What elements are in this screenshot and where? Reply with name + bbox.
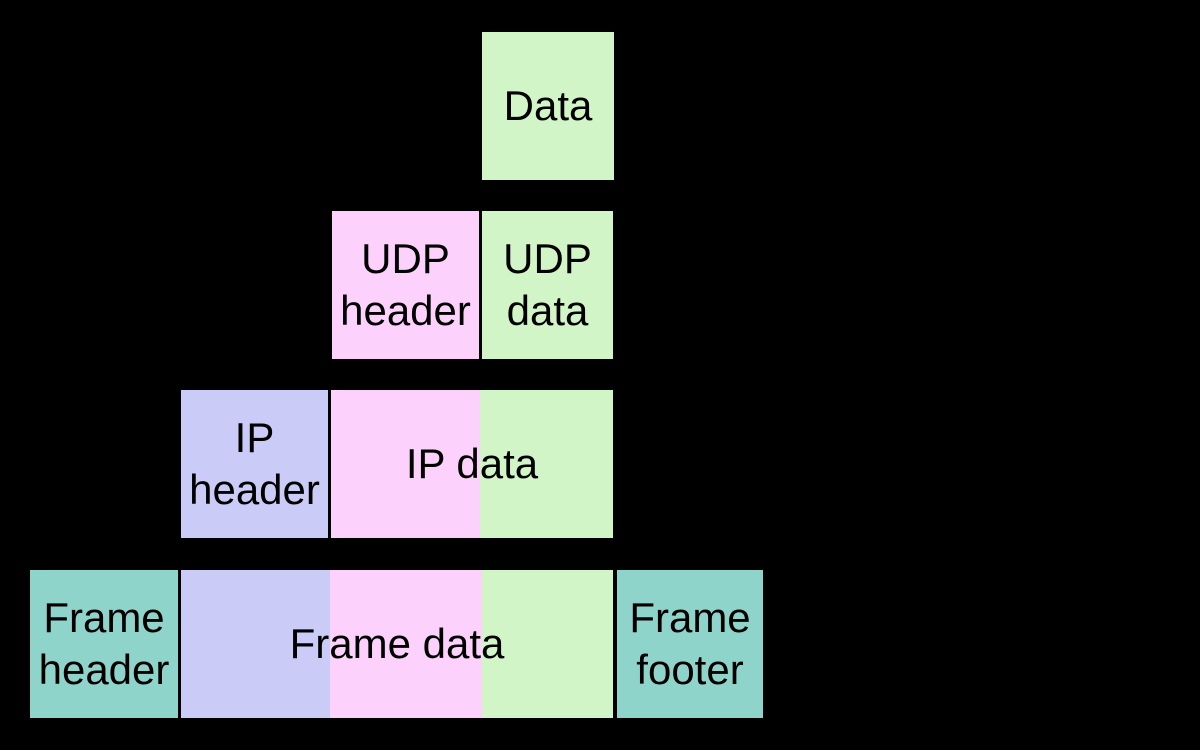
frame-data-segments (181, 570, 613, 718)
frame-header-label-line1: Frame (43, 594, 165, 641)
ip-header-box: IP header (181, 390, 328, 538)
frame-data-ip-header-segment (181, 570, 330, 718)
ip-data-segments (331, 390, 613, 538)
ip-data-udp-header-segment (331, 390, 480, 538)
ip-data-label: IP data (405, 440, 539, 487)
ip-data-box: IP data (331, 390, 613, 538)
ip-header-label-line2: header (189, 466, 320, 513)
udp-header-box: UDP header (332, 211, 479, 359)
data-box-label: Data (503, 82, 593, 129)
data-box: Data (482, 32, 614, 180)
ip-data-udp-data-segment (480, 390, 613, 538)
udp-header-label-line2: header (340, 287, 471, 334)
udp-data-label-line2: data (506, 287, 589, 334)
udp-header-label-line1: UDP (361, 235, 450, 282)
frame-header-box: Frame header (30, 570, 178, 718)
frame-data-udp-header-segment (330, 570, 482, 718)
udp-data-label-line1: UDP (503, 235, 592, 282)
ip-header-label-line1: IP (234, 414, 275, 461)
frame-data-box: Frame data (181, 570, 613, 718)
frame-footer-label-line2: footer (636, 646, 744, 693)
frame-data-label-wrap: Frame data (181, 570, 613, 718)
udp-data-box: UDP data (482, 211, 613, 359)
frame-header-label-line2: header (38, 646, 170, 693)
ip-data-label-wrap: IP data (331, 390, 613, 538)
frame-data-udp-data-segment (482, 570, 613, 718)
frame-footer-box: Frame footer (617, 570, 763, 718)
frame-data-label: Frame data (289, 620, 505, 667)
frame-footer-label-line1: Frame (629, 594, 751, 641)
